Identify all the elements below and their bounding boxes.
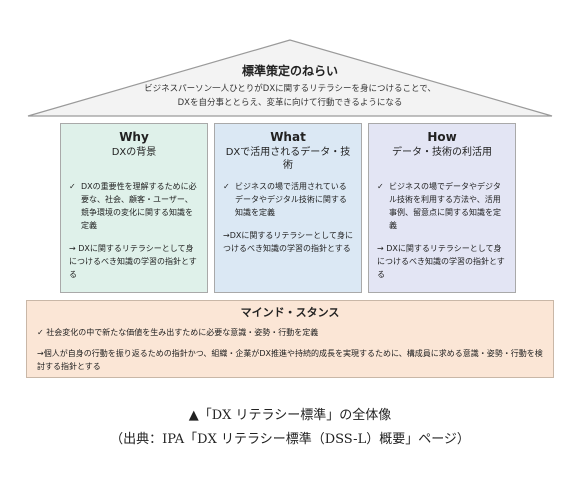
pillar-check-text: ビジネスの場で活用されているデータやデジタル技術に関する知識を定義 bbox=[235, 182, 347, 217]
pillar-why: Why DXの背景 ✓ DXの重要性を理解するために必要な、社会、顧客・ユーザー… bbox=[60, 123, 208, 293]
pillar-arrow-text: →DXに関するリテラシーとして身につけるべき知識の学習の指針とする bbox=[223, 231, 353, 253]
roof-description-line1: ビジネスパーソン一人ひとりがDXに関するリテラシーを身につけることで、 bbox=[144, 84, 436, 94]
check-icon: ✓ bbox=[223, 182, 230, 191]
pillar-heading: Why bbox=[119, 130, 149, 144]
check-icon: ✓ bbox=[377, 182, 384, 191]
pillar-check-item: ✓ ビジネスの場でデータやデジタル技術を利用する方法や、活用事例、留意点に関する… bbox=[377, 180, 507, 232]
mind-stance-base: マインド・スタンス ✓ 社会変化の中で新たな価値を生み出すために必要な意識・姿勢… bbox=[26, 300, 554, 378]
pillar-what: What DXで活用されるデータ・技術 ✓ ビジネスの場で活用されているデータや… bbox=[214, 123, 362, 293]
pillar-check-item: ✓ ビジネスの場で活用されているデータやデジタル技術に関する知識を定義 bbox=[223, 180, 353, 219]
roof-description-line2: DXを自分事ととらえ、変革に向けて行動できるようになる bbox=[177, 98, 403, 108]
mind-stance-check-item: ✓ 社会変化の中で新たな価値を生み出すために必要な意識・姿勢・行動を定義 bbox=[37, 326, 543, 339]
check-icon: ✓ bbox=[69, 182, 76, 191]
roof-description: ビジネスパーソン一人ひとりがDXに関するリテラシーを身につけることで、 DXを自… bbox=[0, 82, 580, 110]
roof-shape bbox=[27, 39, 553, 117]
pillar-heading: What bbox=[270, 130, 306, 144]
roof-title: 標準策定のねらい bbox=[241, 64, 338, 78]
pillar-how: How データ・技術の利活用 ✓ ビジネスの場でデータやデジタル技術を利用する方… bbox=[368, 123, 516, 293]
pillar-subtitle: DXで活用されるデータ・技術 bbox=[225, 147, 351, 171]
pillar-heading: How bbox=[427, 130, 457, 144]
pillar-check-text: DXの重要性を理解するために必要な、社会、顧客・ユーザー、競争環境の変化に関する… bbox=[81, 182, 197, 230]
figure-caption: ▲「DX リテラシー標準」の全体像 bbox=[188, 408, 392, 423]
pillar-arrow-text: → DXに関するリテラシーとして身につけるべき知識の学習の指針とする bbox=[69, 244, 197, 279]
pillar-arrow-text: → DXに関するリテラシーとして身につけるべき知識の学習の指針とする bbox=[377, 244, 505, 279]
pillar-check-text: ビジネスの場でデータやデジタル技術を利用する方法や、活用事例、留意点に関する知識… bbox=[389, 182, 501, 230]
pillar-subtitle: データ・技術の利活用 bbox=[392, 147, 492, 158]
check-icon: ✓ bbox=[37, 328, 44, 337]
figure-source: （出典：IPA「DX リテラシー標準（DSS-L）概要」ページ） bbox=[110, 432, 470, 447]
mind-stance-title: マインド・スタンス bbox=[240, 306, 340, 319]
mind-stance-check-text: 社会変化の中で新たな価値を生み出すために必要な意識・姿勢・行動を定義 bbox=[46, 328, 319, 337]
pillar-subtitle: DXの背景 bbox=[111, 147, 157, 158]
pillar-check-item: ✓ DXの重要性を理解するために必要な、社会、顧客・ユーザー、競争環境の変化に関… bbox=[69, 180, 199, 232]
mind-stance-arrow-text: →個人が自身の行動を振り返るための指針かつ、組織・企業がDX推進や持続的成長を実… bbox=[37, 349, 543, 371]
